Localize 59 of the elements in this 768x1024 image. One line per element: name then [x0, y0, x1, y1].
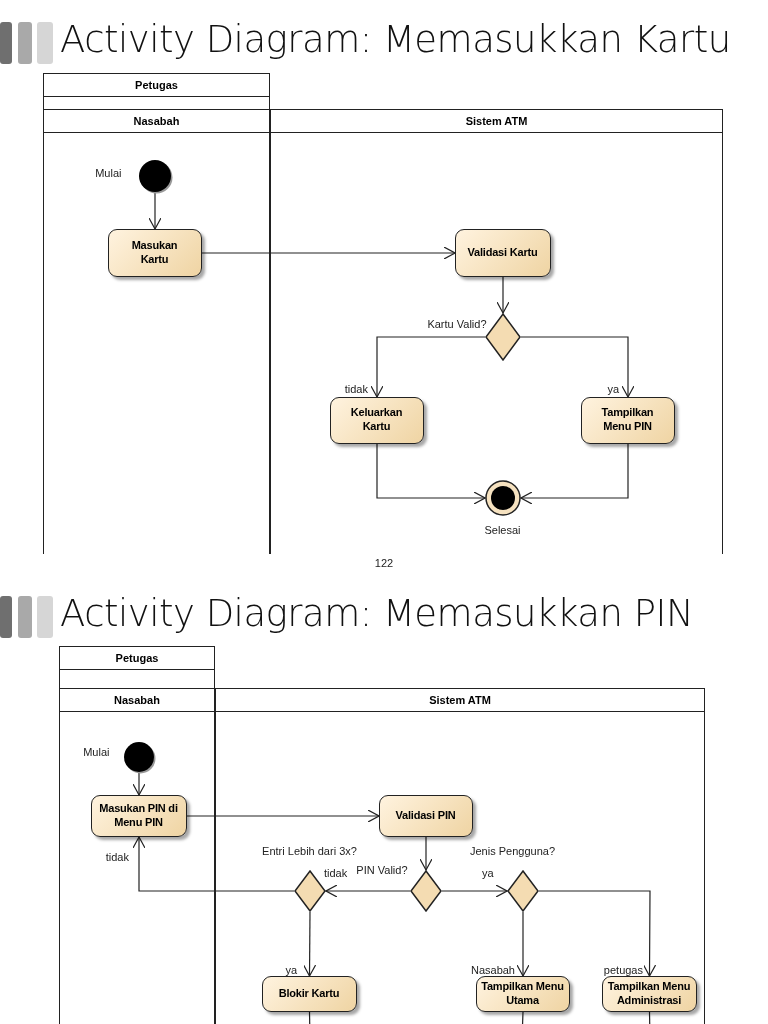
slide-title: Activity Diagram: Memasukkan Kartu: [60, 18, 731, 61]
lane-header: Petugas: [60, 647, 214, 670]
edge-label: tidak: [104, 851, 130, 863]
action-box: Masukan PIN di Menu PIN: [90, 794, 187, 837]
edge-label: Nasabah: [469, 964, 516, 976]
arrow: [520, 443, 629, 505]
lane-header: Nasabah: [44, 110, 269, 133]
action-box: Tampilkan Menu PIN: [580, 396, 675, 444]
final-node: [484, 479, 521, 516]
lane-header: Nasabah: [60, 689, 214, 712]
action-box: Keluarkan Kartu: [329, 396, 424, 444]
node-caption: Selesai: [484, 523, 521, 536]
page-number: 122: [374, 557, 394, 569]
node-caption: Jenis Pengguna?: [470, 844, 555, 857]
swimlane: [215, 688, 705, 1024]
swimlane: [43, 109, 270, 554]
decision-diamond: [506, 869, 539, 912]
lane-header: Sistem ATM: [216, 689, 704, 712]
node-caption: Entri Lebih dari 3x?: [262, 844, 357, 857]
edge-label: tidak: [343, 383, 369, 395]
node-caption: Mulai: [83, 745, 110, 758]
arrow: [538, 890, 657, 977]
arrow: [132, 836, 295, 892]
lane-header: Sistem ATM: [271, 110, 722, 133]
arrow: [148, 192, 162, 230]
connector-line: [521, 1011, 524, 1024]
node-caption: Kartu Valid?: [427, 317, 487, 330]
swimlane: [270, 109, 723, 554]
arrow: [325, 884, 411, 898]
arrow: [132, 772, 146, 796]
action-box: Validasi PIN: [378, 794, 473, 837]
action-box: Tampilkan Menu Administrasi: [601, 975, 697, 1012]
arrow: [520, 336, 635, 398]
arrow: [496, 276, 510, 314]
action-box: Blokir Kartu: [261, 975, 357, 1012]
slide-title: Activity Diagram: Memasukkan PIN: [60, 592, 694, 635]
arrow: [370, 336, 486, 398]
arrow: [516, 911, 530, 977]
edge-label: tidak: [323, 867, 349, 879]
arrow: [441, 884, 508, 898]
arrow: [303, 911, 317, 977]
swimlane: [59, 646, 215, 689]
initial-node: [122, 740, 155, 773]
action-box: Tampilkan Menu Utama: [475, 975, 570, 1012]
lane-header: Petugas: [44, 74, 269, 97]
decision-diamond: [409, 869, 442, 912]
edge-label: petugas: [602, 964, 644, 976]
decision-diamond: [293, 869, 326, 912]
action-box: Validasi Kartu: [454, 228, 551, 277]
swimlane: [43, 73, 270, 109]
action-box: Masukan Kartu: [107, 228, 202, 277]
arrow: [201, 246, 456, 260]
swimlane: [59, 688, 215, 1024]
node-caption: PIN Valid?: [356, 863, 408, 876]
arrow: [419, 836, 433, 871]
initial-node: [137, 158, 172, 193]
arrow: [376, 443, 486, 505]
node-caption: Mulai: [95, 166, 122, 179]
arrow: [186, 809, 380, 823]
